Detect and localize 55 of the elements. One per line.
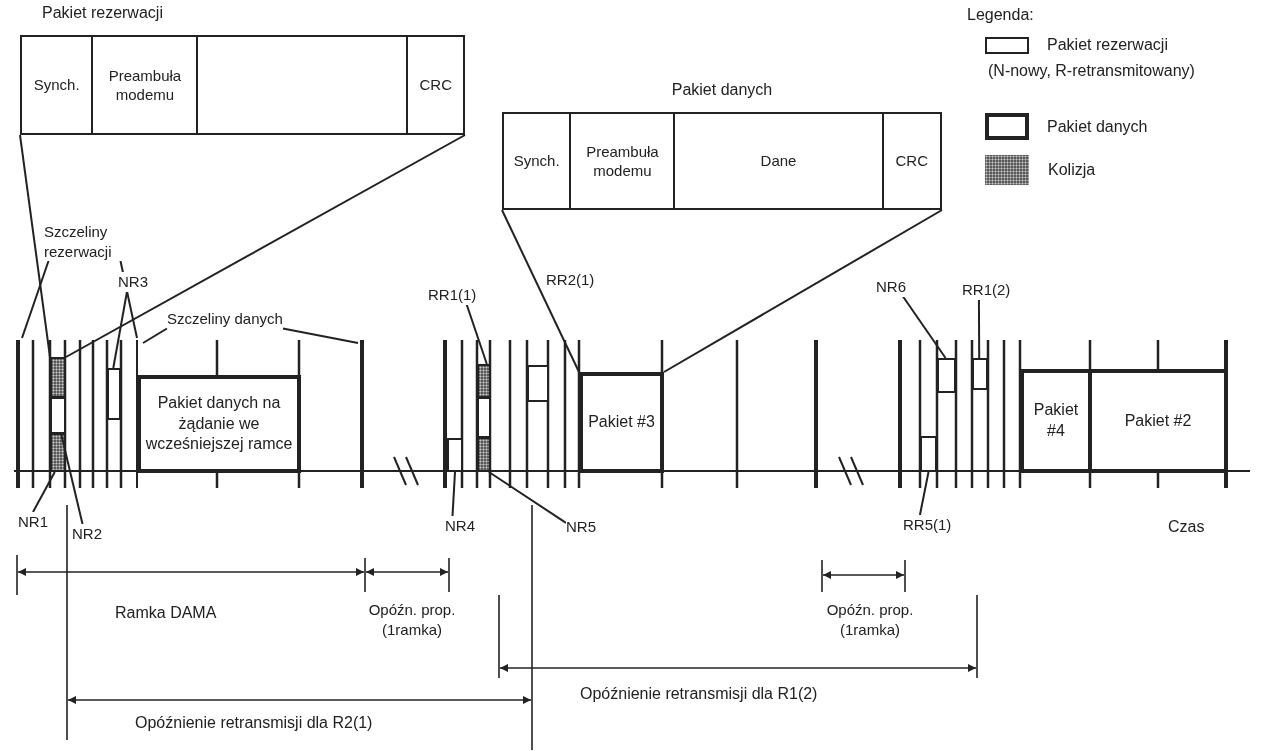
packet-field: Synch. [504,114,572,208]
dimension-label: Opóźn. prop. (1ramka) [825,600,915,641]
reservation-packet [477,397,491,438]
leader-line [281,327,359,344]
leader-line [32,471,56,513]
legend-text: Pakiet rezerwacji [1047,35,1168,55]
packet-heading: Pakiet danych [671,80,773,100]
dimension-label: Opóźn. prop. (1ramka) [367,600,457,641]
magnification-line [501,209,580,373]
reservation-packet [972,358,988,390]
reservation-packet [447,438,463,472]
slot-label: NR3 [118,272,148,292]
packet-heading: Pakiet rezerwacji [42,3,163,23]
slot-label: RR2(1) [546,270,595,290]
dimension-label: Opóźnienie retransmisji dla R1(2) [580,684,818,704]
packet-field: Dane [675,114,884,208]
packet-field: Synch. [22,37,94,133]
reservation-packet [527,365,549,402]
leader-line [487,471,567,524]
magnification-line [663,209,943,373]
dimension-label: Ramka DAMA [115,603,217,623]
leader-line [918,471,930,516]
data-packet: Pakiet #3 [579,372,664,473]
reservation-packet [50,397,66,434]
magnification-line [65,134,466,358]
leader-line [112,290,128,369]
packet-field: Preambuła modemu [93,37,199,133]
leader-line [977,298,981,359]
magnification-line [19,134,51,358]
collision-slot [50,433,66,472]
axis-label: Czas [1168,517,1205,537]
packet-field: Preambuła modemu [571,114,676,208]
legend-text: Pakiet danych [1047,117,1148,137]
dimension-label: Opóźnienie retransmisji dla R2(1) [135,713,373,733]
packet-field: CRC [408,37,463,133]
legend-text: Kolizja [1048,160,1096,180]
packet-field: CRC [883,114,940,208]
legend-title: Legenda: [967,5,1034,25]
reservation-packet [937,358,956,393]
packet-format [502,80,942,210]
legend-note: (N-nowy, R-retransmitowany) [988,61,1195,81]
leader-line [21,260,50,339]
data-packet: Pakiet danych na żądanie we wcześniejszej ramce [137,375,301,473]
leader-line [60,433,84,525]
collision-slot [477,437,491,472]
collision-slot [50,357,66,398]
leader-line [902,295,947,359]
slot-label: RR5(1) [903,515,952,535]
leader-line [142,327,168,344]
packet-format [20,3,465,135]
collision-slot [477,364,491,398]
reservation-packet [920,436,937,472]
reservation-packet [107,368,121,420]
leader-line [465,303,488,365]
leader-line [451,471,456,517]
